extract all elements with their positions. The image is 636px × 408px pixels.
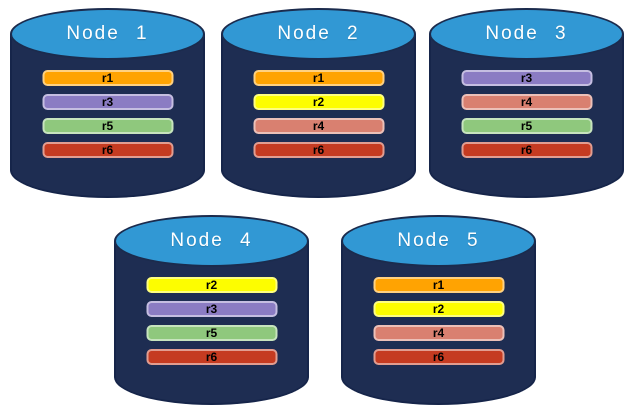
cylinder-body xyxy=(114,241,309,405)
partition-label: r5 xyxy=(101,119,114,133)
partition-bar: r6 xyxy=(42,142,173,158)
cylinder-top: Node 2 xyxy=(221,8,416,60)
partition-label: r6 xyxy=(312,143,325,157)
node-title: Node 5 xyxy=(397,230,480,251)
cylinder-body xyxy=(429,34,624,198)
partition-bar: r6 xyxy=(253,142,384,158)
partition-list: r3 r4 r5 r6 xyxy=(461,70,592,166)
partition-bar: r5 xyxy=(42,118,173,134)
node-1-cylinder: Node 1 r1 r3 r5 r6 xyxy=(10,8,205,198)
partition-label: r2 xyxy=(205,278,218,292)
partition-bar: r1 xyxy=(42,70,173,86)
partition-bar: r1 xyxy=(253,70,384,86)
partition-label: r1 xyxy=(101,71,114,85)
partition-label: r4 xyxy=(520,95,533,109)
partition-label: r4 xyxy=(432,326,445,340)
partition-bar: r5 xyxy=(146,325,277,341)
partition-label: r3 xyxy=(205,302,218,316)
partition-label: r5 xyxy=(205,326,218,340)
partition-label: r3 xyxy=(520,71,533,85)
partition-label: r6 xyxy=(432,350,445,364)
partition-label: r5 xyxy=(520,119,533,133)
partition-list: r1 r3 r5 r6 xyxy=(42,70,173,166)
partition-bar: r4 xyxy=(373,325,504,341)
partition-label: r6 xyxy=(520,143,533,157)
partition-list: r1 r2 r4 r6 xyxy=(253,70,384,166)
cylinder-top: Node 1 xyxy=(10,8,205,60)
node-5-cylinder: Node 5 r1 r2 r4 r6 xyxy=(341,215,536,405)
partition-bar: r2 xyxy=(146,277,277,293)
partition-bar: r6 xyxy=(461,142,592,158)
partition-list: r2 r3 r5 r6 xyxy=(146,277,277,373)
partition-label: r4 xyxy=(312,119,325,133)
partition-bar: r6 xyxy=(146,349,277,365)
partition-bar: r3 xyxy=(42,94,173,110)
partition-bar: r2 xyxy=(373,301,504,317)
partition-label: r3 xyxy=(101,95,114,109)
partition-bar: r4 xyxy=(461,94,592,110)
cylinder-top: Node 4 xyxy=(114,215,309,267)
partition-label: r2 xyxy=(312,95,325,109)
partition-bar: r5 xyxy=(461,118,592,134)
partition-label: r1 xyxy=(312,71,325,85)
partition-list: r1 r2 r4 r6 xyxy=(373,277,504,373)
cylinder-top: Node 3 xyxy=(429,8,624,60)
cylinder-body xyxy=(221,34,416,198)
node-2-cylinder: Node 2 r1 r2 r4 r6 xyxy=(221,8,416,198)
partition-bar: r3 xyxy=(461,70,592,86)
partition-bar: r2 xyxy=(253,94,384,110)
partition-bar: r6 xyxy=(373,349,504,365)
cylinder-body xyxy=(10,34,205,198)
partition-bar: r1 xyxy=(373,277,504,293)
node-3-cylinder: Node 3 r3 r4 r5 r6 xyxy=(429,8,624,198)
partition-bar: r4 xyxy=(253,118,384,134)
partition-label: r2 xyxy=(432,302,445,316)
node-title: Node 4 xyxy=(170,230,253,251)
cylinder-top: Node 5 xyxy=(341,215,536,267)
partition-label: r1 xyxy=(432,278,445,292)
partition-bar: r3 xyxy=(146,301,277,317)
node-title: Node 3 xyxy=(485,23,568,44)
node-title: Node 1 xyxy=(66,23,149,44)
cylinder-body xyxy=(341,241,536,405)
node-title: Node 2 xyxy=(277,23,360,44)
partition-label: r6 xyxy=(205,350,218,364)
node-4-cylinder: Node 4 r2 r3 r5 r6 xyxy=(114,215,309,405)
partition-label: r6 xyxy=(101,143,114,157)
